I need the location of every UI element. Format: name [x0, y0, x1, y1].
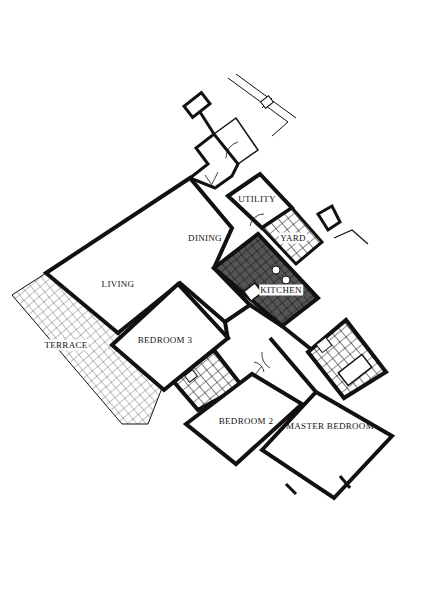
room-label: BEDROOM 3: [137, 335, 193, 346]
room-label: UTILITY: [237, 194, 277, 205]
room-label: TERRACE: [43, 340, 88, 351]
room-label: DINING: [187, 233, 223, 244]
room-label: KITCHEN: [259, 285, 303, 296]
room-label: LIVING: [101, 279, 136, 290]
room-label: YARD: [279, 233, 307, 244]
room-label: BEDROOM 2: [218, 416, 274, 427]
room-label: MASTER BEDROOM: [285, 421, 375, 432]
